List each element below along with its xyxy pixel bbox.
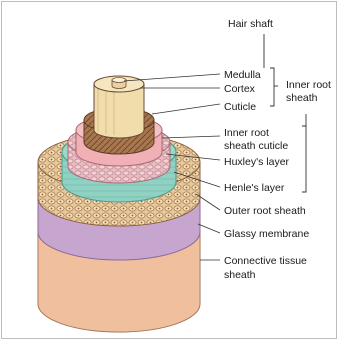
label-glassy-membrane: Glassy membrane [224, 228, 309, 240]
label-outer-root-sheath: Outer root sheath [224, 205, 306, 217]
label-connective-tissue-line2: sheath [224, 269, 256, 281]
label-connective-tissue-line1: Connective tissue [224, 255, 307, 267]
hair-shaft-bracket [264, 34, 278, 106]
label-irs-cuticle-line2: sheath cuticle [224, 140, 288, 152]
label-henles-layer: Henle's layer [224, 182, 285, 194]
label-cortex: Cortex [224, 83, 256, 95]
label-hair-shaft: Hair shaft [228, 18, 273, 30]
figure-frame: Hair shaft Medulla Cortex Cuticle Inner … [1, 1, 337, 339]
label-huxleys-layer: Huxley's layer [224, 156, 290, 168]
label-inner-root-sheath-line1: Inner root [286, 79, 331, 91]
label-inner-root-sheath-line2: sheath [286, 92, 318, 104]
label-medulla: Medulla [224, 69, 261, 81]
label-irs-cuticle-line1: Inner root [224, 127, 269, 139]
inner-root-sheath-bracket [302, 114, 306, 192]
medulla [112, 78, 126, 89]
label-cuticle: Cuticle [224, 101, 256, 113]
